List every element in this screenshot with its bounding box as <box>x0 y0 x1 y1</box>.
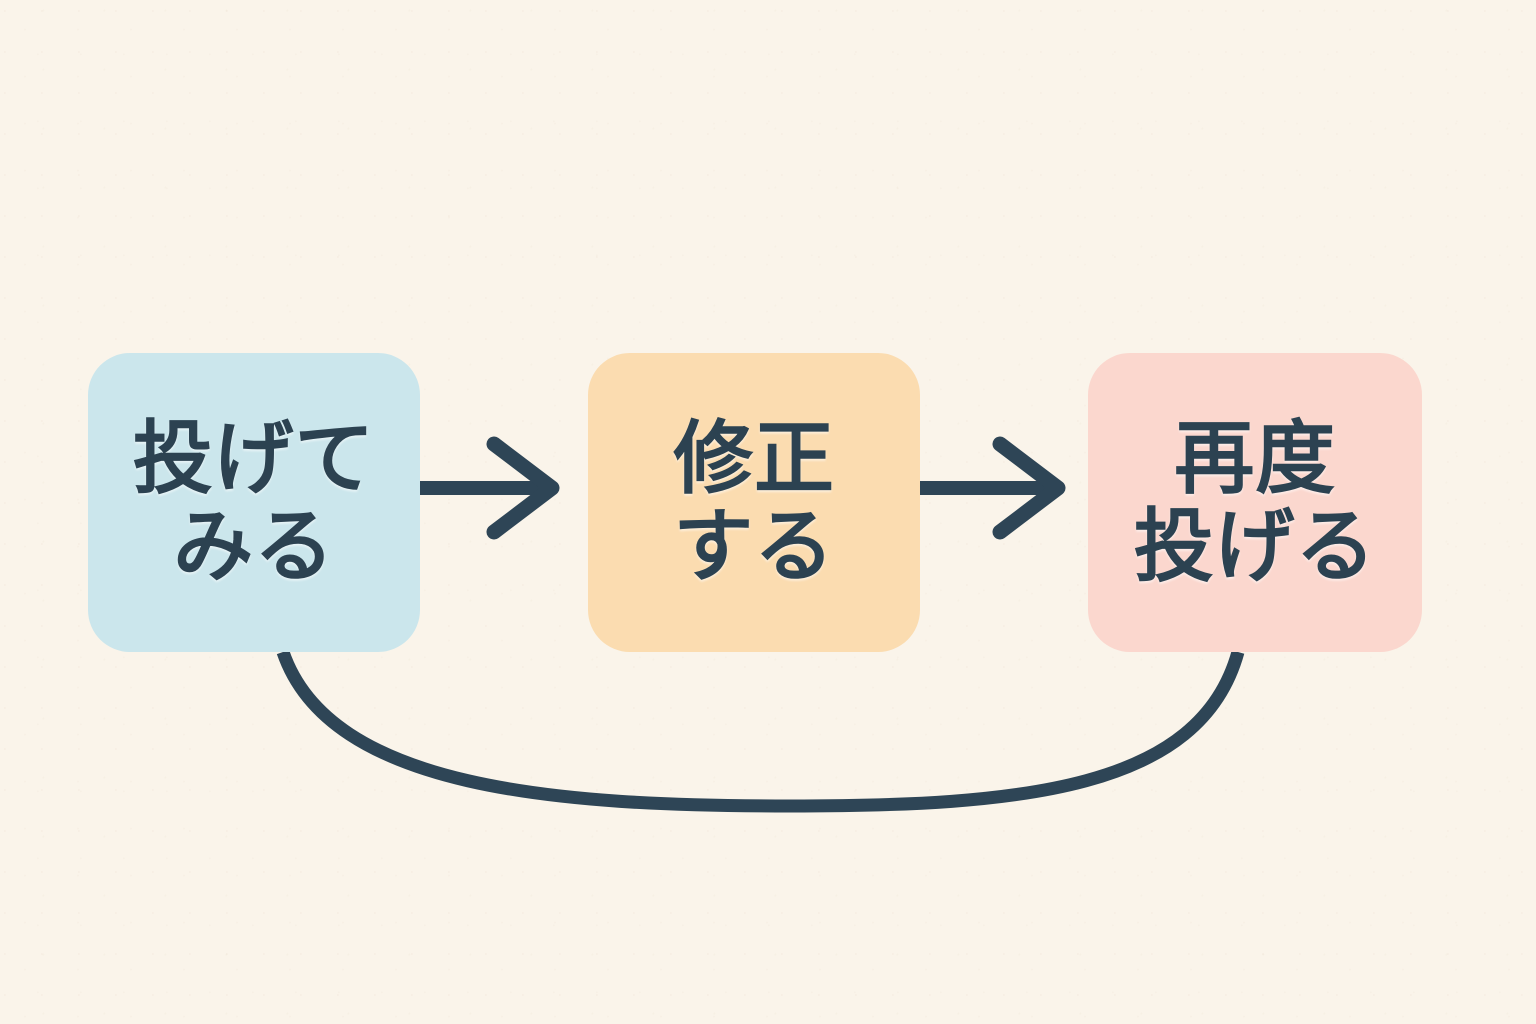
arrow-try-to-fix <box>420 436 560 540</box>
arrow-head-icon <box>486 436 560 540</box>
flow-node-try-throw[interactable]: 投げて みる <box>88 353 420 652</box>
arrow-fix-to-again <box>920 436 1066 540</box>
flow-node-fix[interactable]: 修正 する <box>588 353 920 652</box>
flow-node-label: 修正 する <box>673 411 835 593</box>
arrow-head-icon <box>992 436 1066 540</box>
flow-node-label: 投げて みる <box>132 411 376 593</box>
flow-node-throw-again[interactable]: 再度 投げる <box>1088 353 1422 652</box>
flow-node-label: 再度 投げる <box>1133 411 1377 593</box>
feedback-loop-curve <box>276 649 1245 813</box>
